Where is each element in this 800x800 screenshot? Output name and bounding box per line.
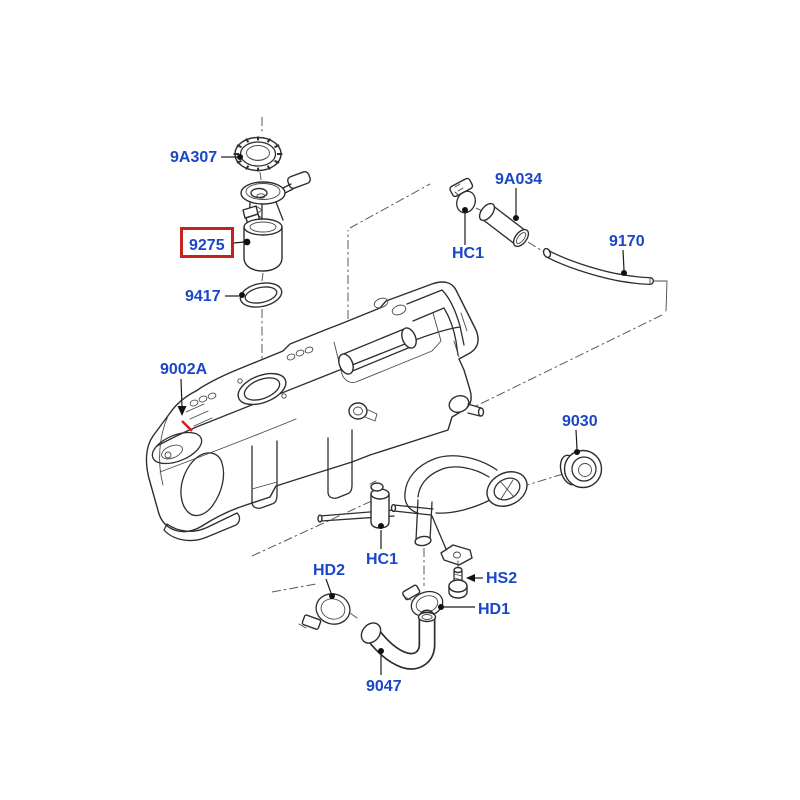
part-hose-clamp-hd2 [298, 593, 351, 630]
part-locking-ring [233, 136, 283, 172]
part-label-9417[interactable]: 9417 [185, 288, 221, 305]
part-label-HC1-lower[interactable]: HC1 [366, 551, 398, 568]
part-seal-ring [239, 282, 283, 308]
part-hose-clamp-lower [369, 480, 390, 529]
highlight-box-9275 [180, 227, 234, 258]
part-label-9047[interactable]: 9047 [366, 678, 402, 695]
callout-leaders [177, 154, 627, 675]
part-label-9170[interactable]: 9170 [609, 233, 645, 250]
part-vent-hose [478, 202, 530, 248]
part-label-HD2[interactable]: HD2 [313, 562, 345, 579]
part-label-HC1-upper[interactable]: HC1 [452, 245, 484, 262]
part-label-9002A[interactable]: 9002A [160, 361, 208, 378]
part-bracket-screw [448, 566, 468, 599]
filler-pipe-assembly [317, 455, 528, 569]
part-label-9A034[interactable]: 9A034 [495, 171, 542, 188]
part-label-9030[interactable]: 9030 [562, 413, 598, 430]
part-label-9275[interactable]: 9275 [189, 237, 225, 254]
red-position-mark [181, 420, 193, 432]
part-filler-cap [559, 449, 603, 489]
part-labels: 9A307 9275 9417 9002A HC1 9A034 9170 903… [160, 149, 645, 695]
part-label-9A307[interactable]: 9A307 [170, 149, 217, 166]
part-vent-tube [542, 247, 654, 285]
part-label-HS2[interactable]: HS2 [486, 570, 517, 587]
part-fuel-tank [145, 281, 485, 542]
part-fuel-pump-module [240, 171, 311, 272]
part-hose-clamp-upper [449, 177, 476, 214]
part-filler-hose [360, 609, 437, 670]
part-label-HD1[interactable]: HD1 [478, 601, 510, 618]
